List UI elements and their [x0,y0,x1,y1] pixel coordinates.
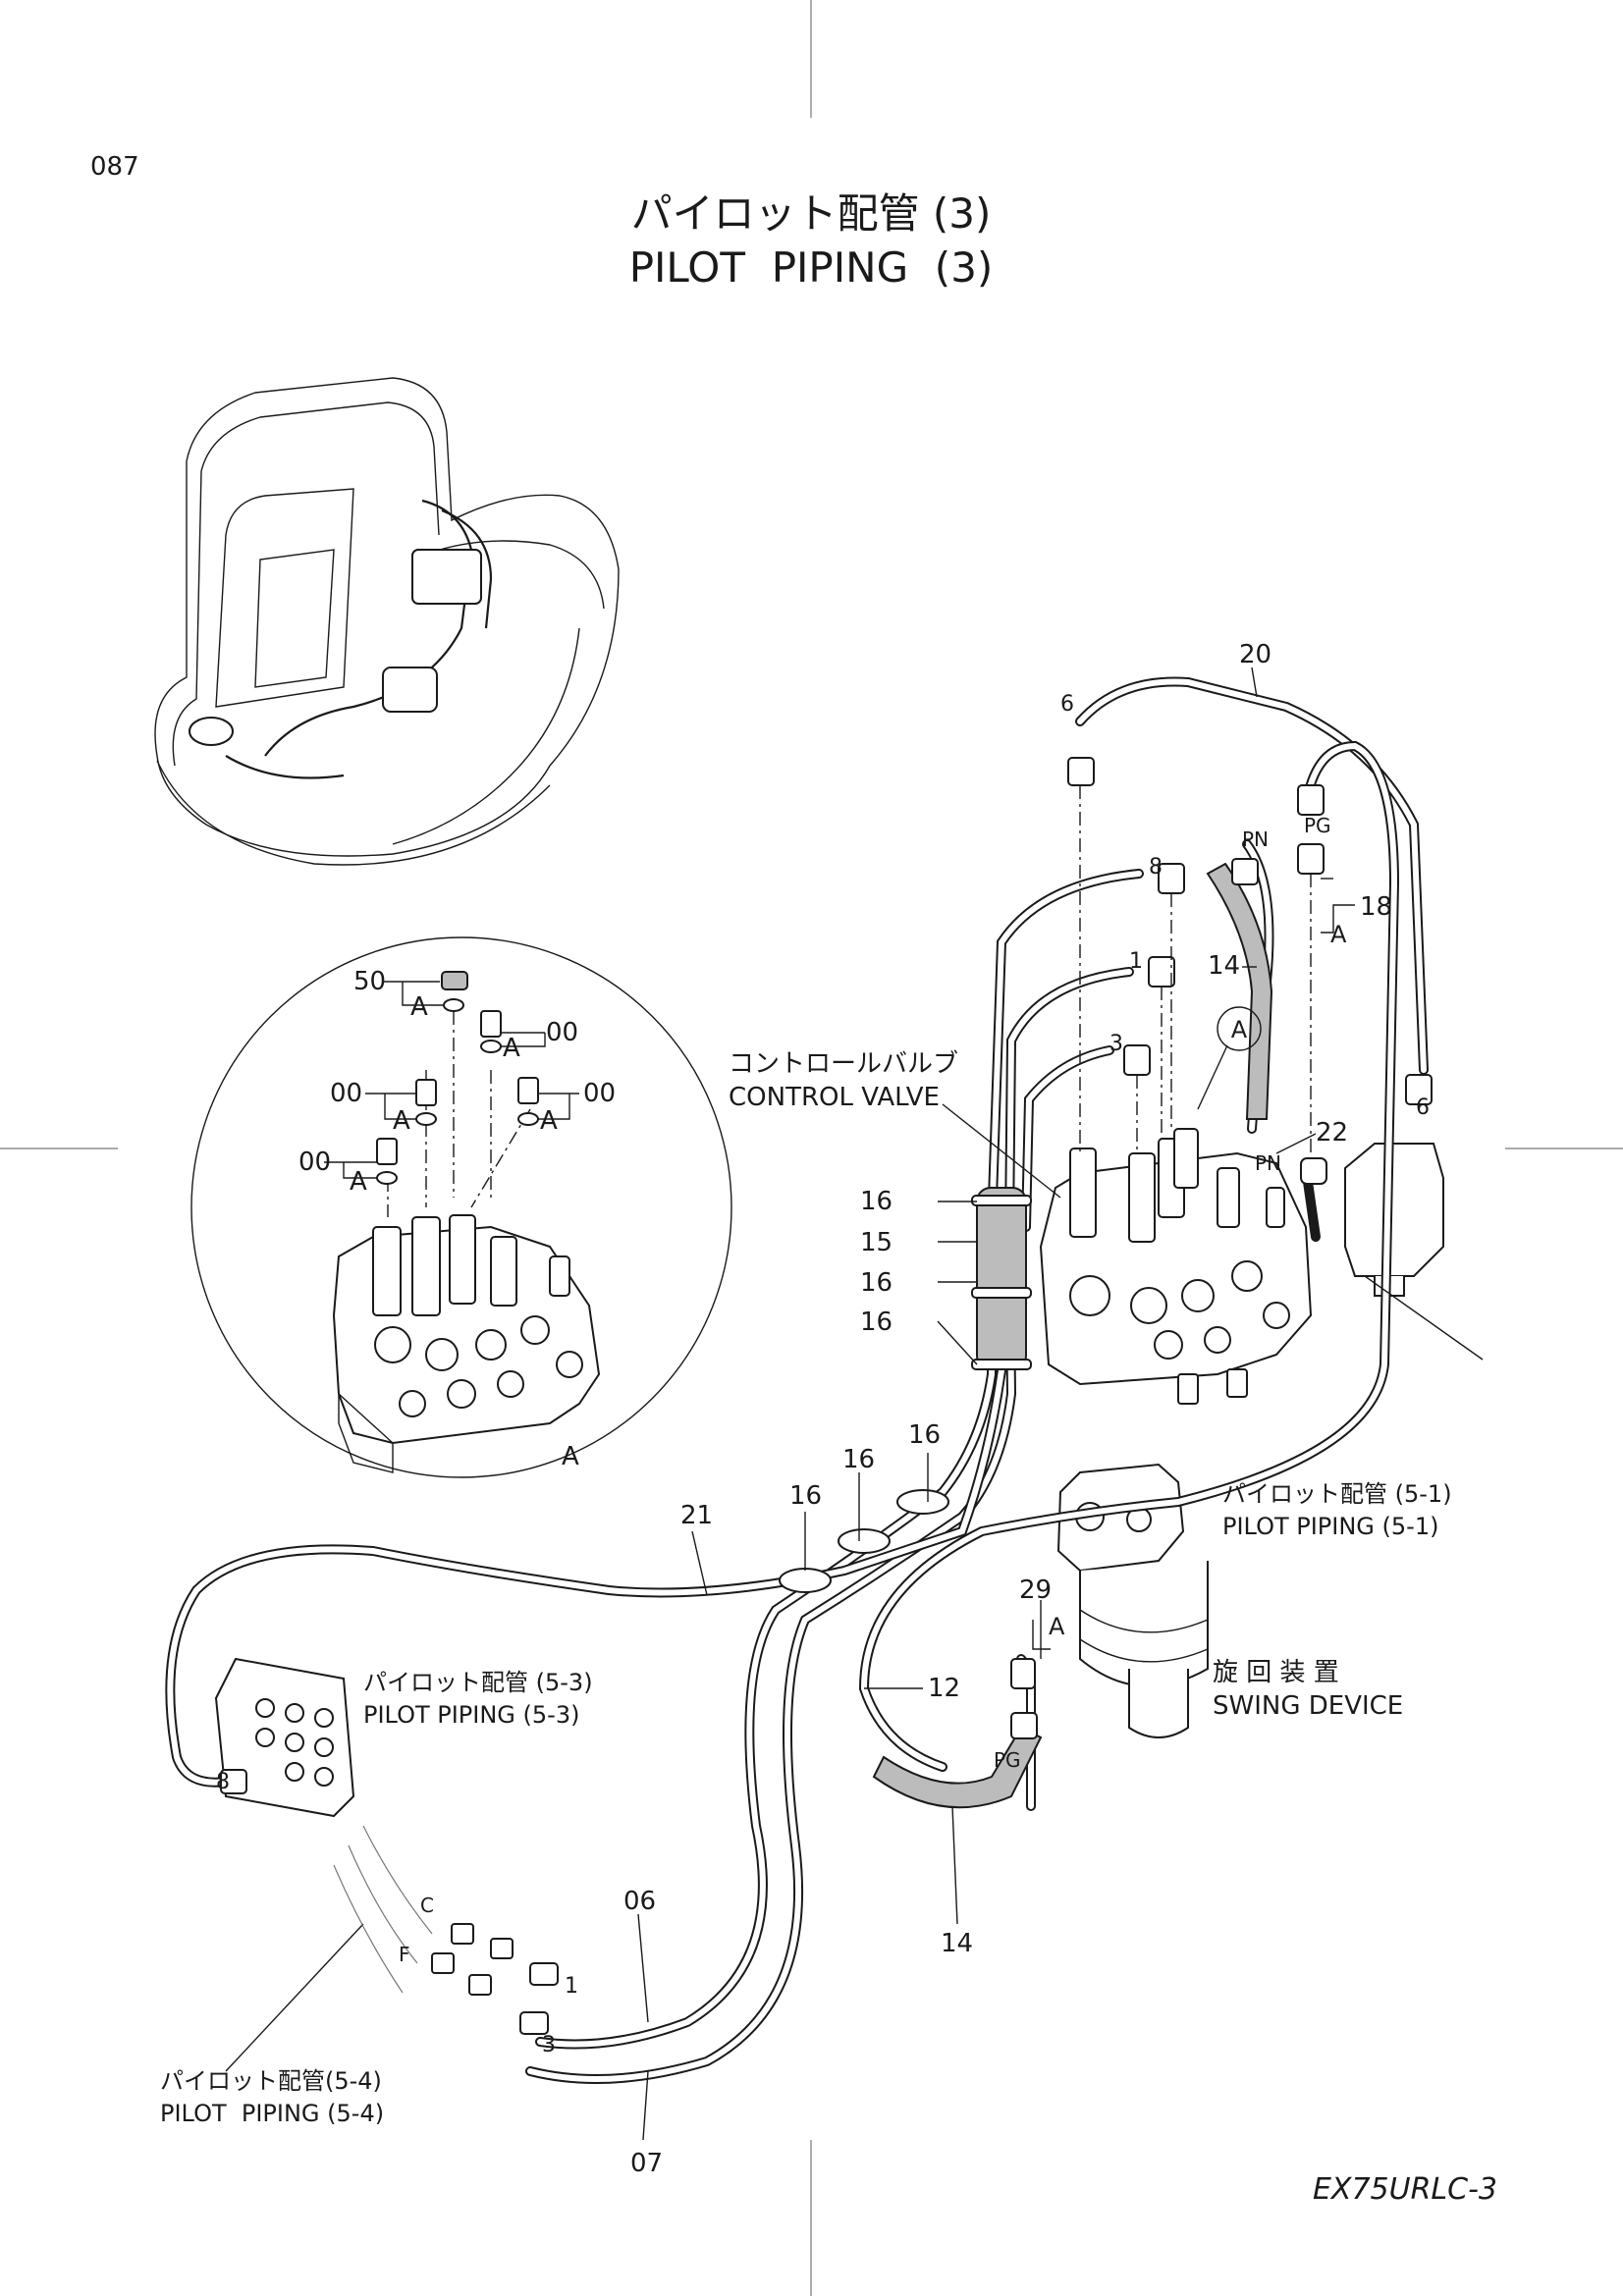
detail-label-00-c: 00 [583,1079,616,1108]
callout-22: 22 [1316,1118,1348,1148]
spiral-guards [872,862,1273,1809]
control-valve-label-en: CONTROL VALVE [729,1083,940,1112]
detail-o-ring-a4: A [540,1106,558,1136]
callout-14-top: 14 [1208,951,1240,981]
detail-label-00-a: 00 [546,1018,578,1047]
detail-o-ring-a3: A [393,1106,410,1136]
control-valve [1039,1128,1313,1405]
port-lines [333,1825,433,1994]
callout-8-left: 8 [216,1770,230,1794]
fittings [220,757,1433,2035]
detail-label-00-b: 00 [330,1079,362,1108]
pilot-piping-5-4-en: PILOT PIPING (5-4) [160,2100,384,2127]
callout-8-top: 8 [1149,855,1163,880]
swing-device-label-en: SWING DEVICE [1213,1691,1403,1721]
page-title-ja: パイロット配管 (3) [631,189,992,238]
callout-21: 21 [680,1501,713,1530]
model-number: EX75URLC-3 [1313,2172,1497,2207]
detail-a: 50 A 00 A 00 A 00 A 00 A A [190,936,732,1478]
callout-a-circle [1217,1006,1262,1051]
callout-16-c: 16 [860,1308,893,1337]
page-number: 087 [90,152,139,182]
detail-o-ring-a1: A [410,992,428,1022]
detail-o-ring-a2: A [503,1034,520,1063]
callout-20: 20 [1239,640,1271,669]
detail-label-50: 50 [353,967,386,996]
junction-block [214,1657,355,1818]
callout-16-a: 16 [860,1187,893,1216]
label-pn-top: PN [1242,828,1269,851]
callout-16-e: 16 [842,1445,875,1474]
pilot-piping-5-3-ja: パイロット配管 (5-3) [363,1669,593,1696]
callout-6-top: 6 [1060,692,1074,717]
callout-3-top: 3 [1109,1032,1123,1056]
control-valve-label-ja: コントロールバルブ [729,1049,958,1079]
callout-numbers: 20 6 6 8 8 1 1 3 3 18 14 14 22 16 15 16 … [216,640,1430,2178]
component-labels: コントロールバルブ CONTROL VALVE 旋 回 装 置 SWING DE… [160,1049,1452,2127]
connection-lines [1079,785,1312,1158]
pilot-piping-5-4-ja: パイロット配管(5-4) [160,2067,382,2095]
label-pn-mid: PN [1255,1151,1281,1175]
callout-18: 18 [1360,892,1392,922]
swing-device-label-ja: 旋 回 装 置 [1213,1658,1339,1687]
label-pg-bottom: PG [994,1748,1021,1772]
clamps [779,1195,1032,1593]
callout-06: 06 [623,1887,656,1916]
label-port-f: F [399,1943,410,1966]
callout-16-d: 16 [908,1420,941,1450]
callout-07: 07 [630,2149,663,2178]
detail-callout-a: A [562,1442,579,1471]
label-port-c: C [420,1894,434,1917]
callout-3-bottom: 3 [542,2033,556,2057]
label-a-29: A [1049,1613,1065,1640]
callout-16-b: 16 [860,1268,893,1298]
callout-1-top: 1 [1129,949,1143,974]
callout-6-right: 6 [1416,1095,1430,1120]
pilot-piping-5-1-en: PILOT PIPING (5-1) [1222,1513,1438,1540]
protector-sleeve [976,1187,1027,1370]
callout-16-f: 16 [789,1481,822,1511]
callout-1-bottom: 1 [565,1974,578,1999]
label-a-18: A [1330,921,1347,948]
right-valve-block [1344,1143,1444,1297]
detail-label-00-d: 00 [298,1148,331,1177]
leaders [225,667,1484,2141]
label-pg-top: PG [1304,814,1331,837]
callout-15: 15 [860,1228,893,1257]
swing-device [1056,1463,1209,1738]
excavator-overview [154,377,620,866]
detail-o-ring-a5: A [350,1167,367,1197]
pilot-piping-5-3-en: PILOT PIPING (5-3) [363,1701,579,1729]
callout-14-bottom: 14 [941,1929,973,1958]
page-title-en: PILOT PIPING (3) [629,243,994,292]
callout-29: 29 [1019,1575,1052,1605]
label-a-circle: A [1231,1016,1248,1043]
callout-12: 12 [928,1674,960,1703]
pilot-piping-5-1-ja: パイロット配管 (5-1) [1222,1480,1452,1508]
